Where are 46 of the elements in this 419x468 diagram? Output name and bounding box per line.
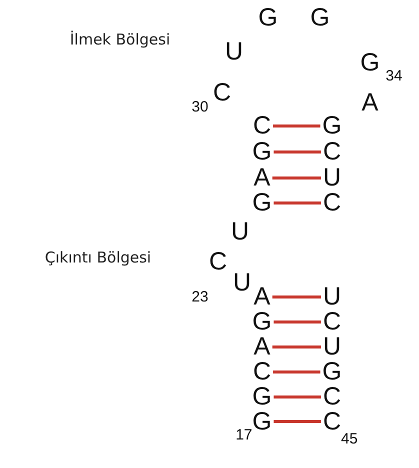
- position-number: 17: [236, 428, 252, 442]
- base-letter: C: [252, 360, 272, 384]
- base-letter: G: [360, 50, 380, 76]
- base-letter: U: [232, 270, 252, 296]
- base-letter: U: [224, 40, 244, 64]
- base-pair-line: [274, 396, 321, 398]
- position-number: 45: [341, 432, 358, 446]
- base-letter: C: [212, 80, 232, 106]
- base-letter: G: [310, 6, 330, 30]
- base-pair-line: [274, 150, 321, 154]
- base-letter: C: [322, 140, 342, 164]
- base-letter: C: [322, 408, 342, 436]
- base-letter: C: [322, 310, 342, 334]
- base-letter: U: [322, 166, 342, 190]
- position-number: 34: [386, 68, 402, 84]
- position-number: 23: [192, 290, 208, 304]
- base-pair-line: [272, 296, 321, 298]
- base-pair-line: [272, 176, 321, 180]
- base-letter: A: [362, 90, 378, 116]
- base-pair-line: [272, 346, 321, 348]
- base-letter: U: [322, 284, 342, 310]
- base-pair-line: [274, 320, 321, 324]
- base-letter: G: [322, 360, 342, 384]
- base-letter: G: [322, 114, 342, 138]
- region-label: Çıkıntı Bölgesi: [44, 250, 152, 266]
- base-letter: U: [230, 220, 250, 244]
- base-letter: G: [252, 384, 272, 410]
- base-letter: U: [322, 334, 342, 360]
- base-letter: C: [252, 114, 272, 138]
- base-letter: A: [254, 284, 270, 310]
- position-number: 30: [192, 100, 208, 114]
- base-letter: A: [254, 166, 270, 190]
- base-letter: G: [252, 190, 272, 216]
- region-label: İlmek Bölgesi: [70, 32, 170, 48]
- base-pair-line: [273, 370, 320, 374]
- base-letter: G: [258, 6, 278, 30]
- base-pair-line: [274, 202, 321, 204]
- base-pair-line: [274, 420, 321, 423]
- base-pair-line: [273, 124, 320, 128]
- base-letter: G: [252, 408, 272, 436]
- base-letter: C: [322, 384, 342, 410]
- base-letter: A: [254, 334, 270, 360]
- base-letter: C: [322, 190, 342, 216]
- base-letter: C: [208, 250, 228, 274]
- base-letter: G: [252, 310, 272, 334]
- base-letter: G: [252, 140, 272, 164]
